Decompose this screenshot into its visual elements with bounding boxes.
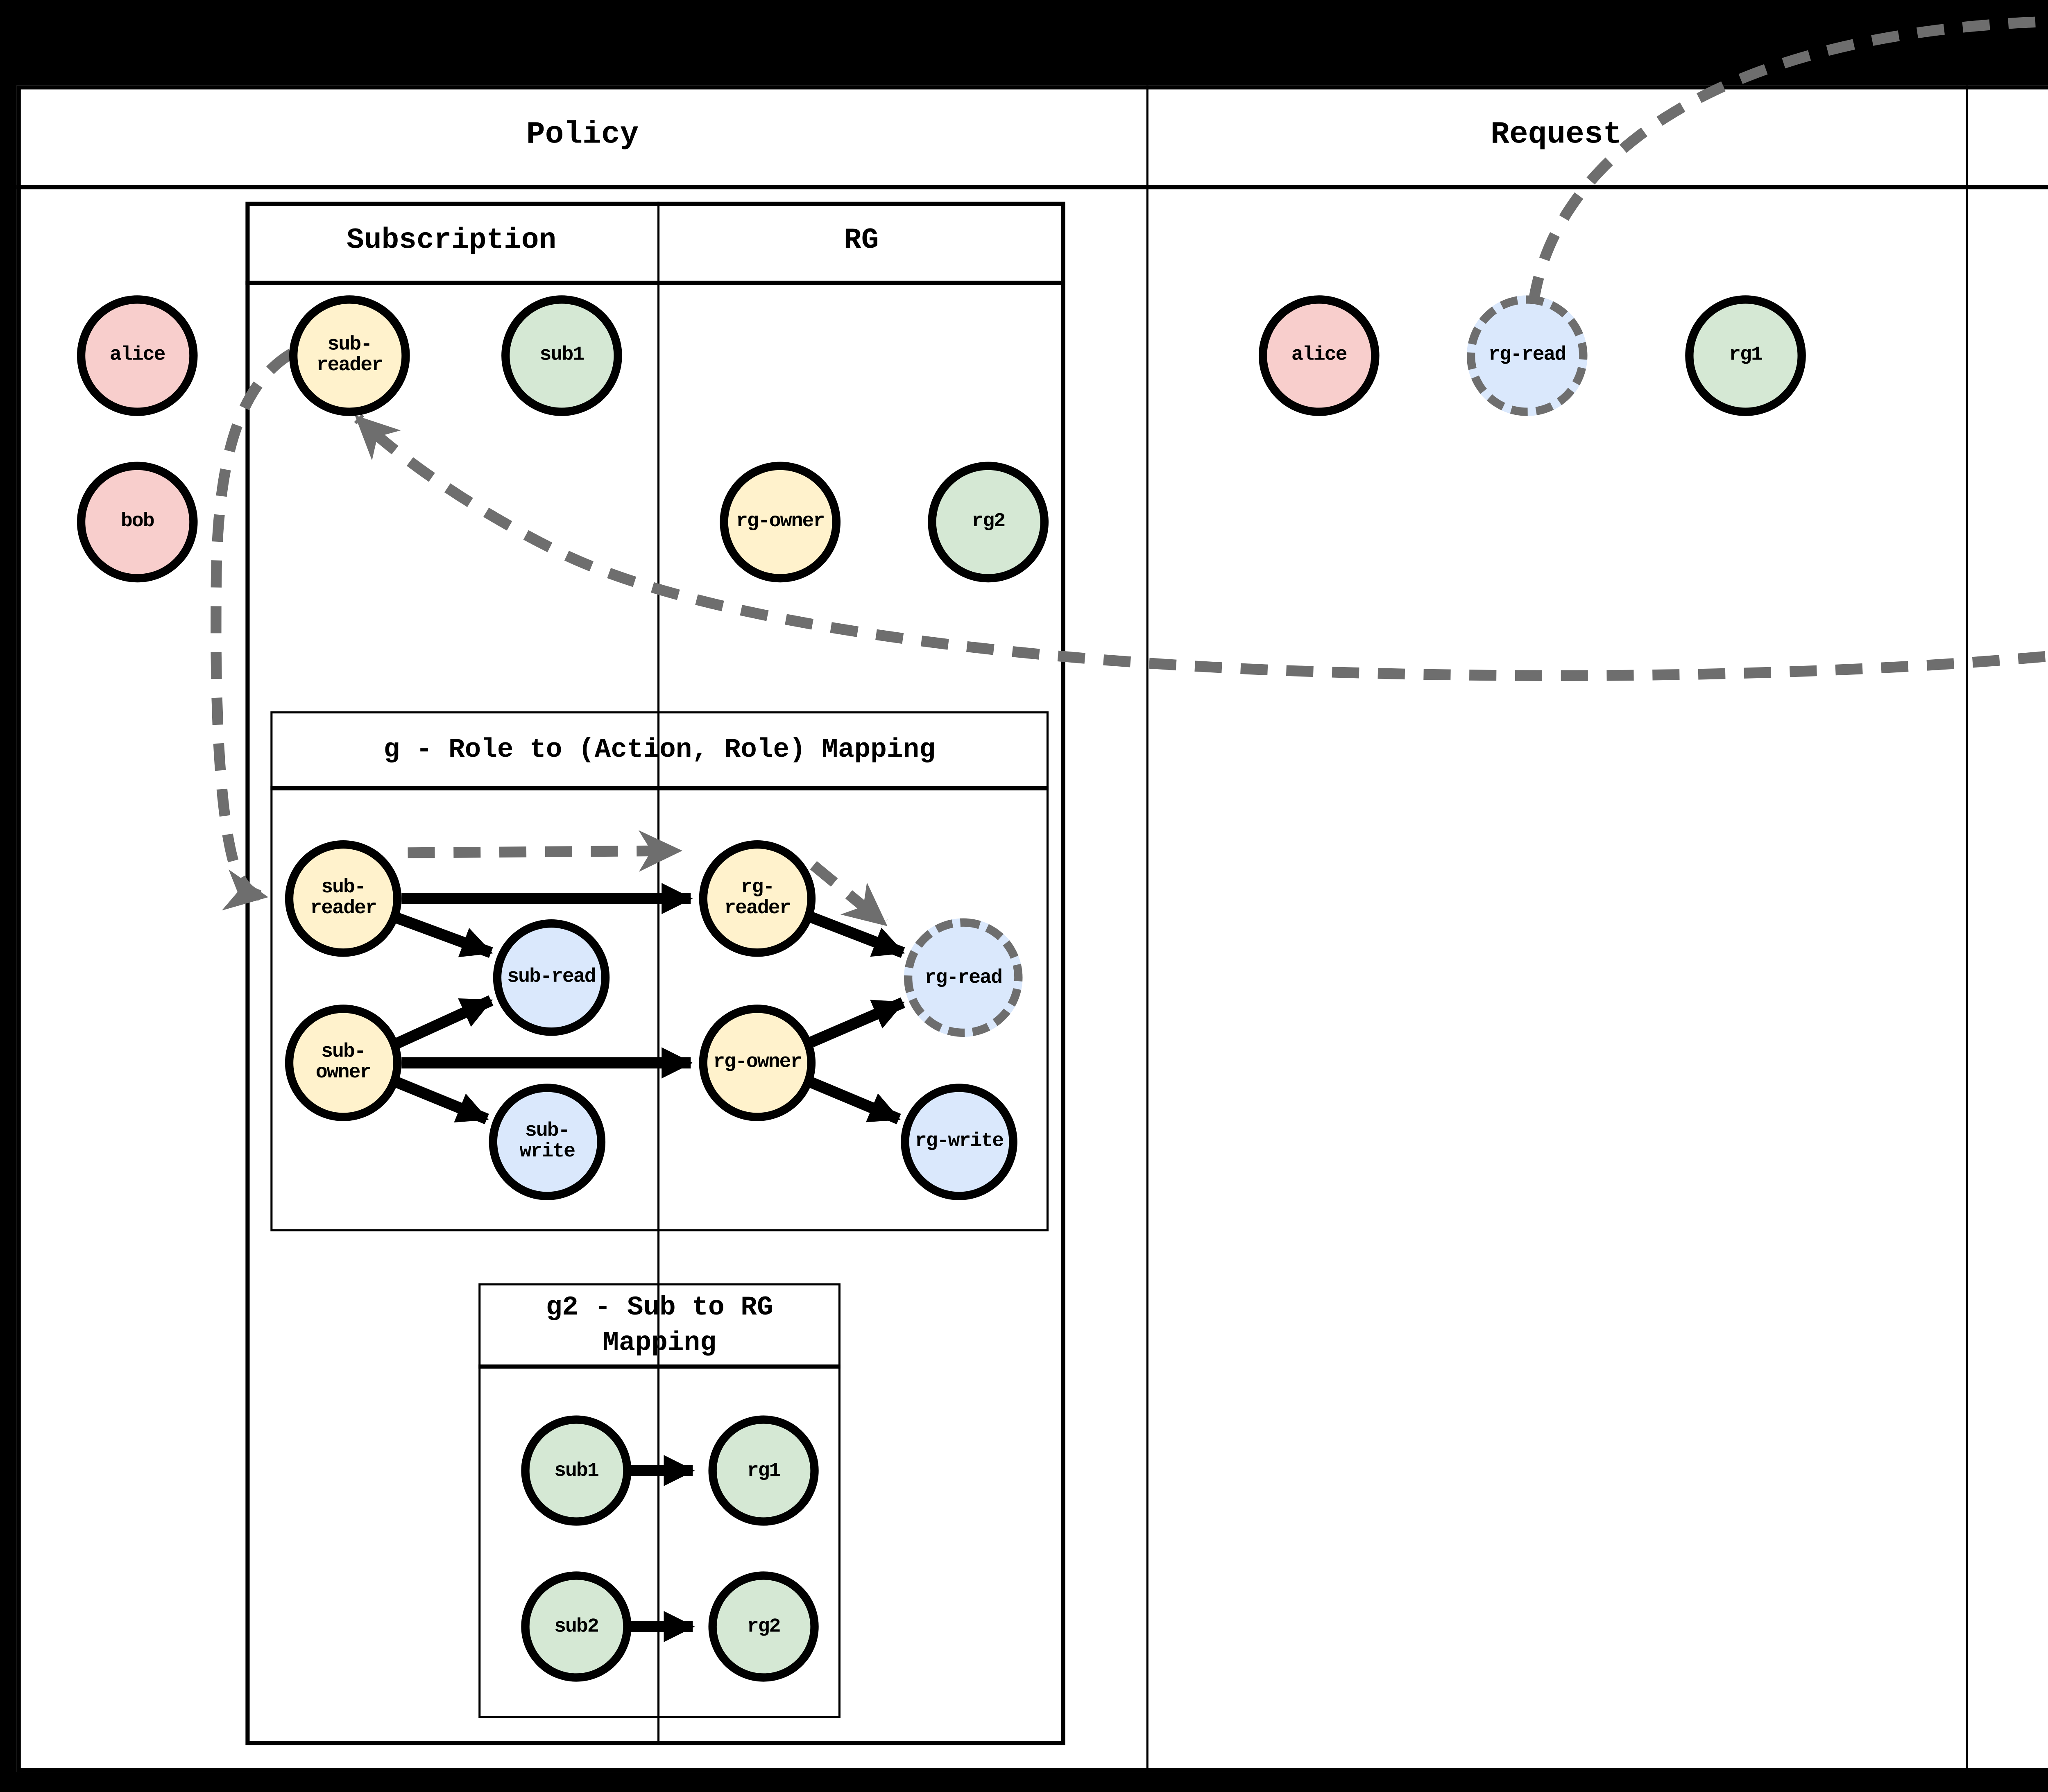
edge-subowner-subwrite — [393, 1076, 489, 1125]
node-g-rg-reader: rg- reader — [699, 840, 816, 957]
node-policy-sub1: sub1 — [501, 295, 622, 416]
node-request-rg-read-highlighted: rg-read — [1466, 295, 1588, 416]
node-label: rg-read — [924, 965, 1003, 988]
policy-table-header-rg: RG — [844, 225, 879, 259]
node-g2-sub2: sub2 — [521, 1571, 632, 1682]
edge-subowner-subread — [393, 995, 494, 1050]
g-box-solid-arrows — [393, 883, 905, 1125]
node-label: rg2 — [972, 509, 1006, 533]
node-g-rg-write: rg-write — [901, 1084, 1017, 1200]
edge-subreader-subread — [393, 912, 493, 958]
column-divider-policy-request — [1146, 85, 1149, 1772]
node-label: rg1 — [1729, 343, 1763, 366]
node-request-rg1: rg1 — [1685, 295, 1806, 416]
g2-box-solid-arrows — [630, 1455, 695, 1643]
node-label: sub-read — [507, 965, 596, 988]
node-label: sub2 — [554, 1614, 599, 1637]
node-label: sub- owner — [315, 1040, 372, 1084]
policy-table-header-line — [245, 281, 1065, 285]
node-label: sub1 — [539, 343, 585, 366]
node-label: bob — [120, 509, 155, 533]
node-label: rg-owner — [736, 509, 825, 533]
node-g-rg-read-highlighted: rg-read — [904, 918, 1023, 1037]
g2-mapping-title: g2 - Sub to RG Mapping — [546, 1292, 773, 1358]
g2-mapping-box — [478, 1283, 841, 1718]
matching-trace-arrows — [211, 16, 2048, 928]
g2-mapping-title-line — [478, 1364, 841, 1368]
node-g-sub-owner: sub- owner — [285, 1005, 402, 1121]
node-g-sub-read: sub-read — [493, 919, 610, 1036]
edge-rgreader-rgread — [809, 912, 905, 958]
node-label: rg-owner — [713, 1050, 802, 1073]
column-header-request: Request — [1491, 118, 1622, 153]
g-mapping-title-line — [270, 786, 1049, 790]
policy-table-header-subscription: Subscription — [347, 225, 557, 259]
trace-g-rgreader-to-rgread — [810, 861, 888, 928]
column-divider-request-matching — [1966, 85, 1969, 1772]
node-policy-rg-owner: rg-owner — [720, 462, 841, 583]
g-mapping-box — [270, 711, 1049, 1231]
node-label: sub1 — [554, 1458, 599, 1481]
column-header-policy: Policy — [526, 118, 639, 153]
node-label: rg-read — [1488, 343, 1567, 366]
node-policy-alice: alice — [77, 295, 198, 416]
edge-rgowner-rgread — [809, 997, 905, 1048]
trace-policy-subreader-to-g-subreader — [211, 349, 294, 911]
header-separator-line — [16, 185, 2048, 190]
node-label: rg2 — [747, 1614, 781, 1637]
node-label: sub- reader — [316, 333, 384, 377]
trace-g-subreader-to-rgreader — [408, 830, 683, 872]
node-g-rg-owner: rg-owner — [699, 1005, 816, 1121]
node-label: alice — [109, 343, 166, 366]
node-label: sub- write — [519, 1119, 575, 1163]
g-mapping-title: g - Role to (Action, Role) Mapping — [383, 734, 936, 765]
node-policy-bob: bob — [77, 462, 198, 583]
node-label: rg- reader — [724, 876, 791, 920]
node-g-sub-reader: sub- reader — [285, 840, 402, 957]
node-g2-rg1: rg1 — [708, 1415, 819, 1526]
trace-request-rgread-to-matching-rgread — [1528, 16, 2048, 305]
node-g2-rg2: rg2 — [708, 1571, 819, 1682]
node-policy-sub-reader: sub- reader — [289, 295, 410, 416]
node-policy-rg2: rg2 — [928, 462, 1049, 583]
node-label: rg1 — [747, 1458, 781, 1481]
node-g2-sub1: sub1 — [521, 1415, 632, 1526]
node-request-alice: alice — [1258, 295, 1380, 416]
node-label: sub- reader — [310, 876, 377, 920]
policy-table — [245, 201, 1065, 1745]
node-label: rg-write — [915, 1129, 1004, 1152]
node-g-sub-write: sub- write — [489, 1084, 606, 1200]
edge-rgowner-rgwrite — [807, 1076, 901, 1125]
trace-matching-subreader-to-policy-subreader — [354, 414, 2048, 681]
policy-table-divider — [656, 201, 659, 1745]
node-label: alice — [1291, 343, 1348, 366]
